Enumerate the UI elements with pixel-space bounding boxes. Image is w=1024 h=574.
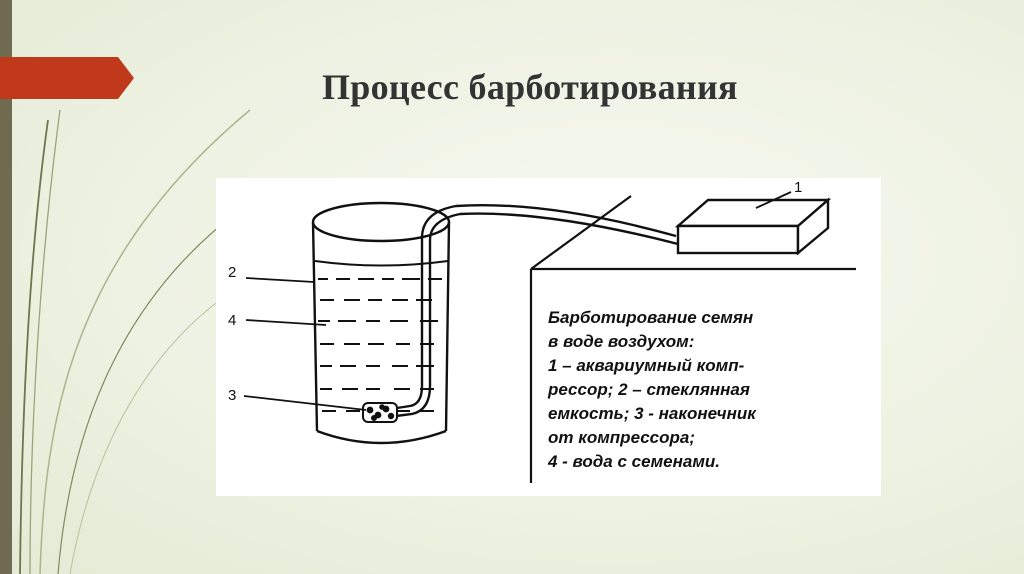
glass-vessel: [311, 201, 451, 445]
slide-title: Процесс барботирования: [322, 67, 738, 107]
aquarium-compressor: [674, 197, 832, 256]
caption-line: от компрессора;: [548, 428, 696, 447]
caption-line: емкость; 3 - наконечник: [548, 404, 756, 423]
air-hose: [383, 203, 679, 418]
label-3: 3: [228, 387, 236, 404]
label-4: 4: [228, 312, 236, 329]
water-with-seeds: [314, 260, 449, 412]
caption-line: 4 - вода с семенами.: [548, 452, 721, 471]
left-accent-bar: [0, 0, 12, 574]
caption-line: Барботирование семян: [548, 308, 754, 327]
decorative-curves: [19, 109, 251, 574]
bubbling-diagram: 1 2 4 3 Барботирование семян в воде возд…: [216, 178, 881, 496]
figure-caption: Барботирование семян в воде воздухом: 1 …: [548, 306, 878, 474]
table-surface: [529, 195, 856, 483]
caption-line: в воде воздухом:: [548, 332, 695, 351]
label-1: 1: [794, 179, 802, 196]
diagram-drawing: 1 2 4 3: [228, 179, 856, 483]
compressor-nozzle: [362, 402, 398, 423]
caption-line: 1 – аквариумный комп-: [548, 356, 745, 375]
label-leaders: [243, 191, 792, 411]
caption-line: рессор; 2 – стеклянная: [548, 380, 750, 399]
label-2: 2: [228, 264, 236, 281]
title-accent-arrow: [0, 57, 134, 99]
